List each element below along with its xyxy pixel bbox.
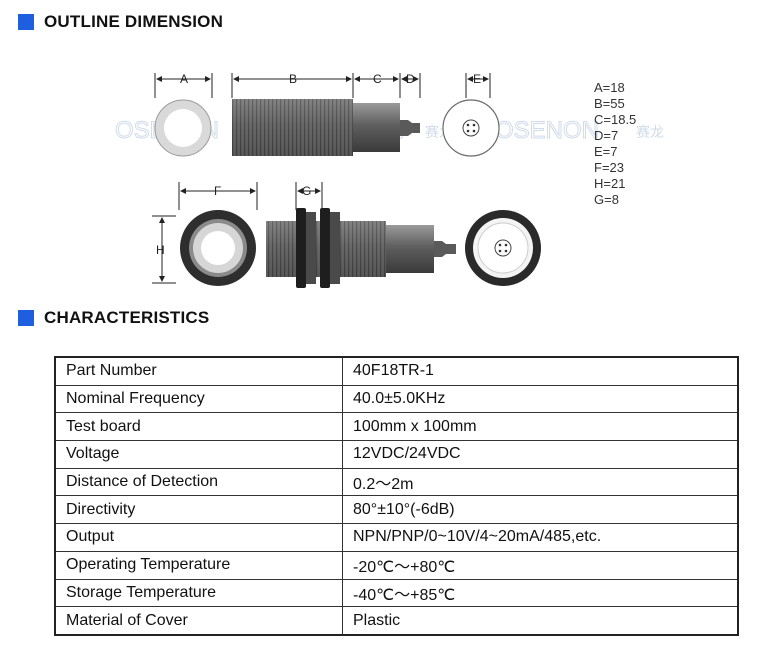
spec-label: Nominal Frequency xyxy=(54,384,343,414)
spec-value: -20℃～+80℃ xyxy=(342,550,739,580)
spec-label: Test board xyxy=(54,412,343,442)
spec-value: 0.2～2m xyxy=(342,467,739,497)
side-view-bottom: G xyxy=(266,182,456,288)
dimension-a: A=18 xyxy=(594,80,625,95)
dimension-c: C=18.5 xyxy=(594,112,637,127)
connector-view-top: E xyxy=(442,72,500,157)
dim-label-b: B xyxy=(289,72,297,86)
characteristics-title: CHARACTERISTICS xyxy=(44,308,210,327)
dim-label-g: G xyxy=(302,184,311,198)
square-bullet-icon xyxy=(18,14,34,30)
dim-label-c: C xyxy=(373,72,382,86)
outline-dimension-title: OUTLINE DIMENSION xyxy=(44,12,224,31)
table-row: Storage Temperature-40℃～+85℃ xyxy=(54,578,739,608)
spec-label: Material of Cover xyxy=(54,606,343,636)
spec-label: Directivity xyxy=(54,495,343,525)
dimension-values: A=18 B=55 C=18.5 D=7 E=7 F=23 H=21 G=8 xyxy=(594,80,636,208)
dimension-h: H=21 xyxy=(594,176,626,191)
outline-dimension-header: OUTLINE DIMENSION xyxy=(18,12,223,32)
dimension-g: G=8 xyxy=(594,192,619,207)
dimension-b: B=55 xyxy=(594,96,625,111)
dim-label-a: A xyxy=(180,72,188,86)
nut-front-view: F H xyxy=(152,182,258,286)
spec-value: 12VDC/24VDC xyxy=(342,440,739,469)
spec-value: -40℃～+85℃ xyxy=(342,578,739,608)
spec-value: NPN/PNP/0~10V/4~20mA/485,etc. xyxy=(342,523,739,552)
outline-drawing: OSENON OSENON OSENON 赛龙 赛龙 A B C D xyxy=(115,72,664,288)
spec-value: 40F18TR-1 xyxy=(342,356,739,386)
spec-label: Output xyxy=(54,523,343,552)
connector-view-bottom xyxy=(465,210,541,286)
spec-label: Storage Temperature xyxy=(54,578,343,608)
dim-label-e: E xyxy=(473,72,481,86)
spec-label: Voltage xyxy=(54,440,343,469)
spec-value: Plastic xyxy=(342,606,739,636)
spec-label: Operating Temperature xyxy=(54,550,343,580)
front-view-ring: A xyxy=(154,72,213,157)
table-row: Operating Temperature-20℃～+80℃ xyxy=(54,550,739,580)
dim-label-f: F xyxy=(214,184,221,198)
dimension-f: F=23 xyxy=(594,160,624,175)
spec-value: 80°±10°(-6dB) xyxy=(342,495,739,525)
spec-value: 100mm x 100mm xyxy=(342,412,739,442)
side-view-top: B C D xyxy=(231,72,421,156)
watermark-3: OSENON xyxy=(495,117,599,144)
dimension-d: D=7 xyxy=(594,128,619,143)
square-bullet-icon xyxy=(18,310,34,326)
spec-label: Part Number xyxy=(54,356,343,386)
characteristics-header: CHARACTERISTICS xyxy=(18,308,209,328)
spec-value: 40.0±5.0KHz xyxy=(342,384,739,414)
dim-label-h: H xyxy=(156,243,165,257)
dimension-e: E=7 xyxy=(594,144,618,159)
spec-label: Distance of Detection xyxy=(54,467,343,497)
dim-label-d: D xyxy=(406,72,415,86)
watermark-cn-2: 赛龙 xyxy=(636,124,664,140)
